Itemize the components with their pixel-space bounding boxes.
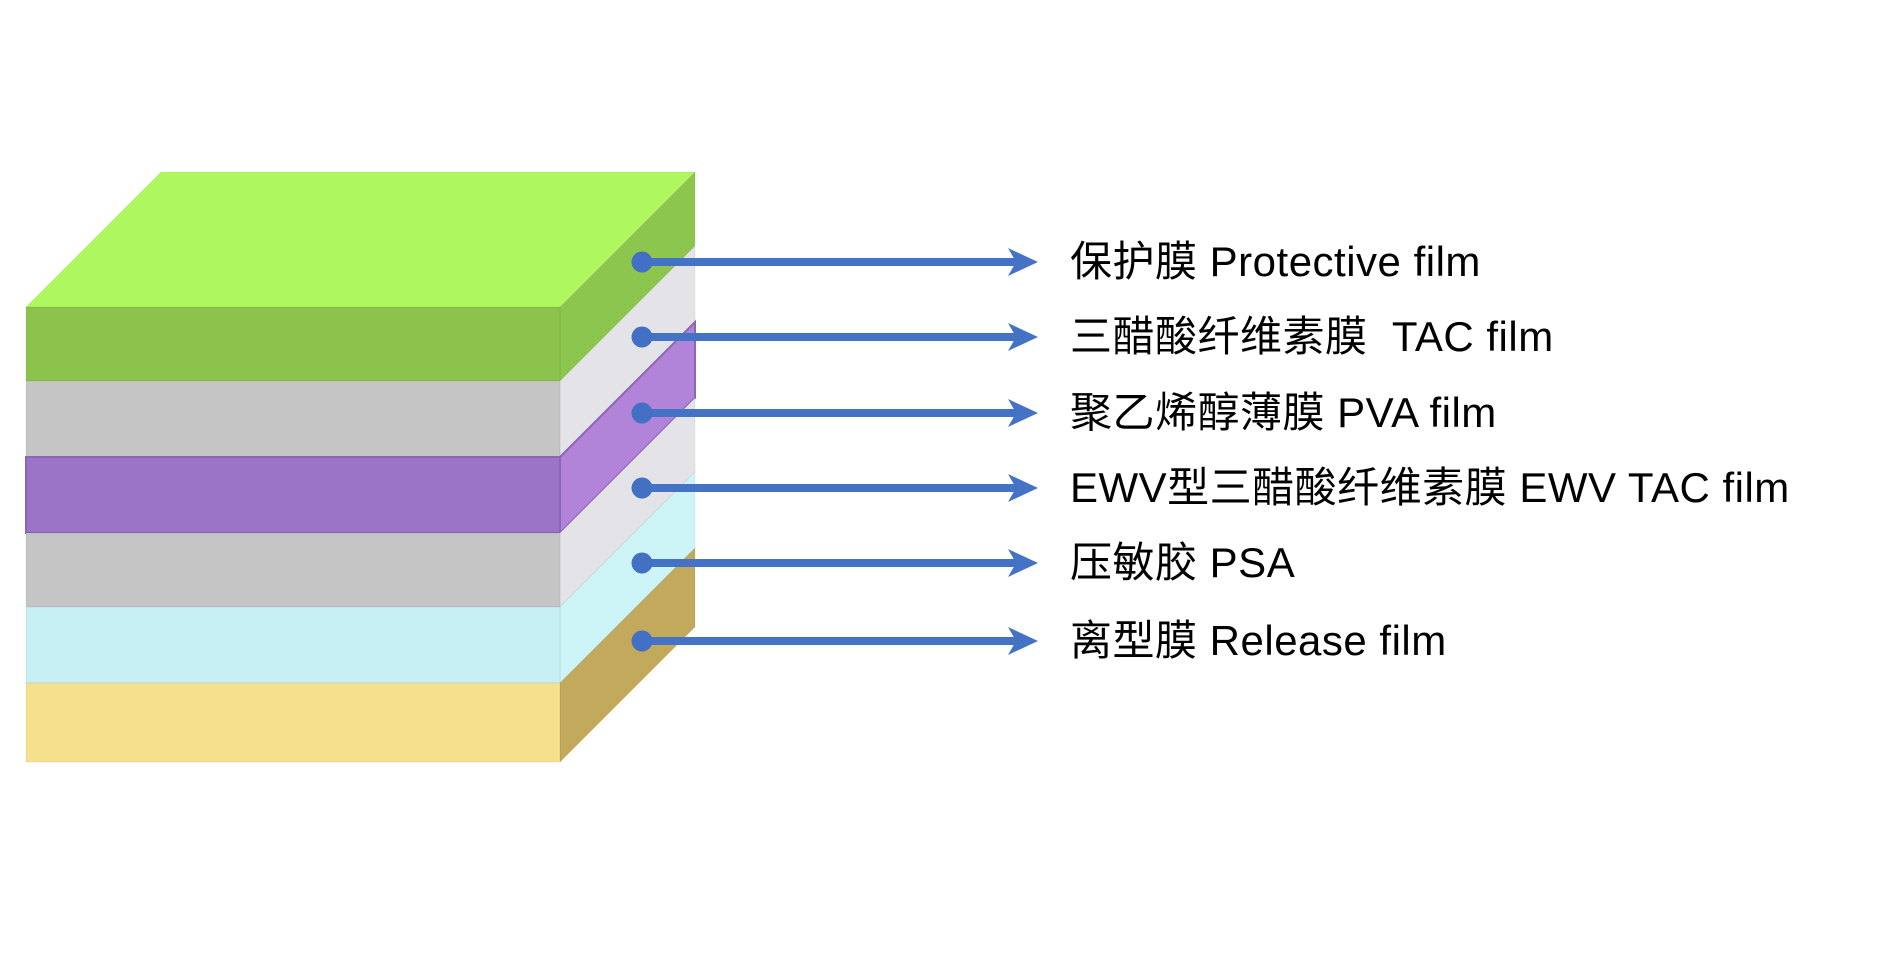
layer-label-release-film: 离型膜 Release film — [1070, 616, 1447, 664]
callout-dot-icon — [631, 477, 653, 499]
callout-dot-icon — [631, 402, 653, 424]
layer-front-release-film — [25, 682, 561, 763]
callout-arrowhead-icon — [1008, 627, 1038, 655]
layer-label-psa: 压敏胶 PSA — [1070, 538, 1296, 586]
layer-label-ewv-tac-film: EWV型三醋酸纤维素膜 EWV TAC film — [1070, 463, 1790, 511]
layer-front-pva-film — [25, 456, 561, 534]
layer-front-ewv-tac-film — [25, 532, 561, 608]
callout-dot-icon — [631, 251, 653, 273]
callout-dot-icon — [631, 326, 653, 348]
layer-label-protective-film: 保护膜 Protective film — [1070, 237, 1481, 285]
callout-arrowhead-icon — [1008, 248, 1038, 276]
callout-dot-icon — [631, 630, 653, 652]
layer-label-tac-film: 三醋酸纤维素膜 TAC film — [1070, 312, 1554, 360]
layer-top-face — [24, 171, 697, 308]
layer-front-psa — [25, 606, 561, 684]
layer-label-pva-film: 聚乙烯醇薄膜 PVA film — [1070, 388, 1497, 436]
callout-arrowhead-icon — [1008, 549, 1038, 577]
callout-arrowhead-icon — [1008, 474, 1038, 502]
layer-front-protective-film — [25, 306, 561, 382]
callout-arrowhead-icon — [1008, 323, 1038, 351]
layer-front-tac-film — [25, 380, 561, 458]
callout-dot-icon — [631, 552, 653, 574]
callout-arrowhead-icon — [1008, 399, 1038, 427]
